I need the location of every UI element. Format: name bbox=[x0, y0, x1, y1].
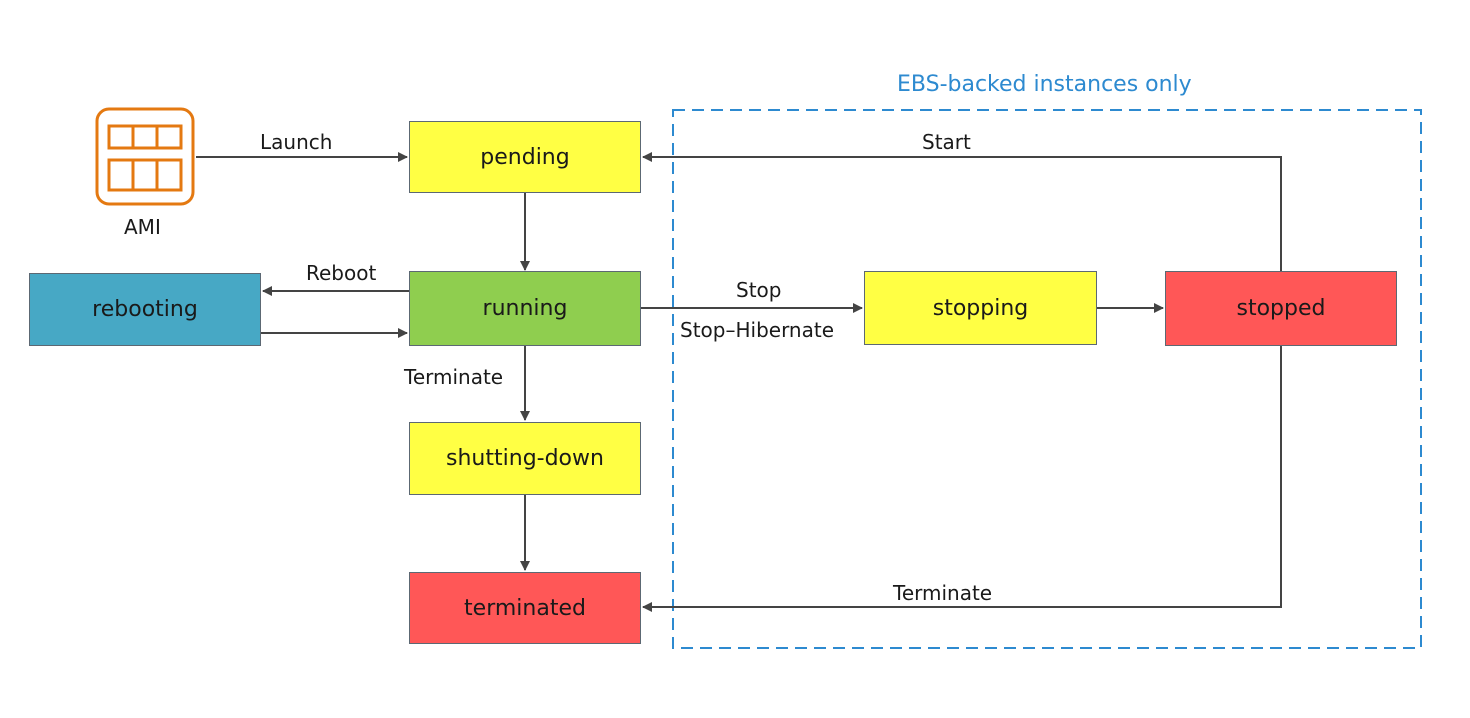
ebs-backed-region bbox=[672, 109, 1422, 649]
state-running: running bbox=[409, 271, 641, 346]
ami-grid-icon bbox=[95, 107, 195, 206]
state-stopped: stopped bbox=[1165, 271, 1397, 346]
transition-label-terminate-stopped: Terminate bbox=[893, 581, 993, 605]
transition-label-terminate-running: Terminate bbox=[404, 365, 504, 389]
ebs-backed-region-label: EBS-backed instances only bbox=[897, 72, 1192, 97]
state-shutting-down: shutting-down bbox=[409, 422, 641, 495]
state-pending: pending bbox=[409, 121, 641, 193]
transition-label-launch: Launch bbox=[260, 130, 333, 154]
terminate-stopped-arrow bbox=[642, 346, 1282, 612]
state-rebooting: rebooting bbox=[29, 273, 261, 346]
state-stopping: stopping bbox=[864, 271, 1097, 345]
ami-label: AMI bbox=[124, 215, 161, 239]
transition-label-stop-hibernate: Stop–Hibernate bbox=[680, 318, 835, 342]
transition-label-start: Start bbox=[922, 130, 971, 154]
transition-label-reboot: Reboot bbox=[306, 261, 377, 285]
start-arrow bbox=[642, 152, 1282, 271]
state-terminated: terminated bbox=[409, 572, 641, 644]
transition-label-stop: Stop bbox=[736, 278, 782, 302]
